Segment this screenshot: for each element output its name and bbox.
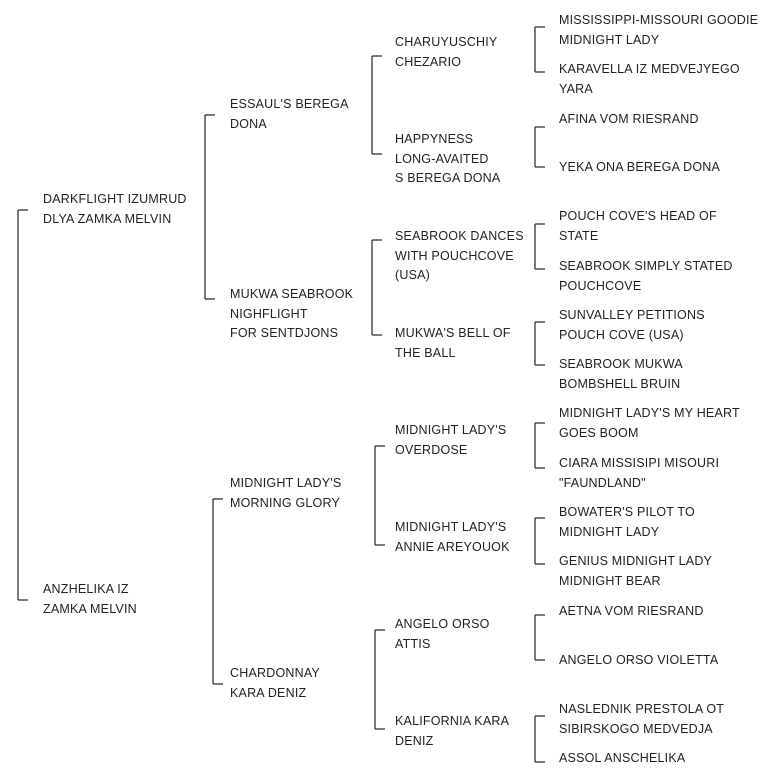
sss-sire-name: MISSISSIPPI-MISSOURI GOODIE MIDNIGHT LAD… bbox=[559, 13, 759, 47]
bracket-gen4-8 bbox=[534, 715, 545, 763]
ss-sire-name: CHARUYUSCHIY CHEZARIO bbox=[395, 35, 498, 69]
bracket-gen4-6 bbox=[534, 517, 545, 565]
dd-dam-name: KALIFORNIA KARA DENIZ bbox=[395, 714, 510, 748]
sds-sire-name: POUCH COVE'S HEAD OF STATE bbox=[559, 209, 717, 243]
bracket-gen4-3 bbox=[534, 223, 545, 270]
sd-dam-name: MUKWA'S BELL OF THE BALL bbox=[395, 326, 511, 360]
bracket-gen3-4 bbox=[374, 629, 385, 730]
sire-sire-name: ESSAUL'S BEREGA DONA bbox=[230, 97, 349, 131]
bracket-gen1 bbox=[17, 209, 28, 601]
bracket-gen3-2 bbox=[371, 239, 382, 336]
dam-name: ANZHELIKA IZ ZAMKA MELVIN bbox=[43, 582, 137, 616]
ds-dam-name: MIDNIGHT LADY'S ANNIE AREYOUOK bbox=[395, 520, 510, 554]
bracket-gen3-3 bbox=[374, 445, 385, 546]
ssd-dam-name: YEKA ONA BEREGA DONA bbox=[559, 160, 721, 174]
dam-dam-name: CHARDONNAY KARA DENIZ bbox=[230, 666, 320, 700]
bracket-gen4-1 bbox=[534, 26, 545, 73]
bracket-gen4-5 bbox=[534, 422, 545, 469]
bracket-gen4-7 bbox=[534, 614, 545, 661]
dsd-dam-name: GENIUS MIDNIGHT LADY MIDNIGHT BEAR bbox=[559, 554, 713, 588]
dss-dam-name: CIARA MISSISIPI MISOURI "FAUNDLAND" bbox=[559, 456, 720, 490]
bracket-gen2-sire bbox=[204, 114, 215, 300]
sdd-dam-name: SEABROOK MUKWA BOMBSHELL BRUIN bbox=[559, 357, 683, 391]
sire-name: DARKFLIGHT IZUMRUD DLYA ZAMKA MELVIN bbox=[43, 192, 187, 226]
dds-sire-name: AETNA VOM RIESRAND bbox=[559, 604, 704, 618]
dss-sire-name: MIDNIGHT LADY'S MY HEART GOES BOOM bbox=[559, 406, 740, 440]
dam-sire-name: MIDNIGHT LADY'S MORNING GLORY bbox=[230, 476, 342, 510]
ddd-dam-name: ASSOL ANSCHELIKA bbox=[559, 751, 686, 765]
bracket-gen3-1 bbox=[371, 55, 382, 155]
sd-sire-name: SEABROOK DANCES WITH POUCHCOVE (USA) bbox=[395, 229, 524, 282]
ssd-sire-name: AFINA VOM RIESRAND bbox=[559, 112, 699, 126]
sss-dam-name: KARAVELLA IZ MEDVEJYEGO YARA bbox=[559, 62, 740, 96]
dsd-sire-name: BOWATER'S PILOT TO MIDNIGHT LADY bbox=[559, 505, 695, 539]
bracket-gen4-2 bbox=[534, 126, 545, 168]
ss-dam-name: HAPPYNESS LONG-AVAITED S BEREGA DONA bbox=[395, 132, 501, 185]
sire-dam-name: MUKWA SEABROOK NIGHFLIGHT FOR SENTDJONS bbox=[230, 287, 354, 340]
bracket-gen2-dam bbox=[212, 498, 223, 685]
sds-dam-name: SEABROOK SIMPLY STATED POUCHCOVE bbox=[559, 259, 733, 293]
bracket-gen4-4 bbox=[534, 321, 545, 366]
ds-sire-name: MIDNIGHT LADY'S OVERDOSE bbox=[395, 423, 507, 457]
ddd-sire-name: NASLEDNIK PRESTOLA OT SIBIRSKOGO MEDVEDJ… bbox=[559, 702, 725, 736]
dds-dam-name: ANGELO ORSO VIOLETTA bbox=[559, 653, 719, 667]
sdd-sire-name: SUNVALLEY PETITIONS POUCH COVE (USA) bbox=[559, 308, 705, 342]
dd-sire-name: ANGELO ORSO ATTIS bbox=[395, 617, 490, 651]
